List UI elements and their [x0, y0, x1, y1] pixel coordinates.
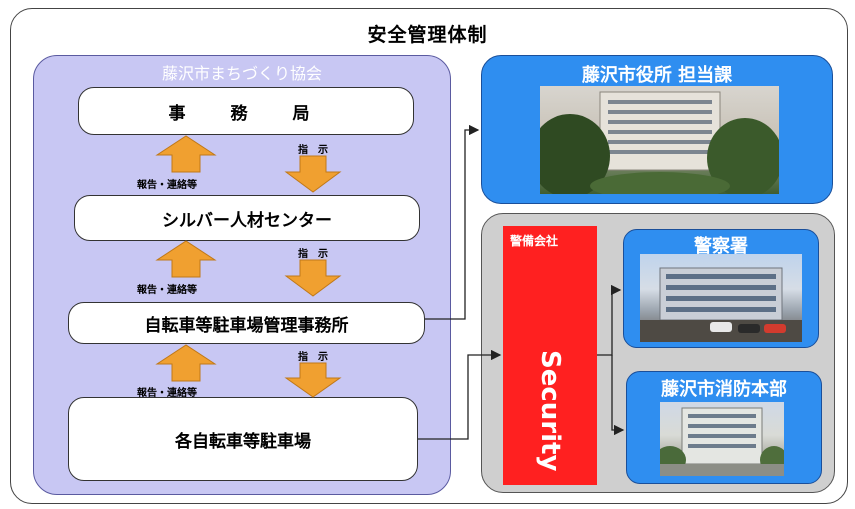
police-title: 警察署 — [694, 236, 748, 257]
report-label-3: 報告・連絡等 — [137, 388, 197, 399]
police-photo — [640, 254, 802, 342]
report-up-arrow-3 — [155, 344, 217, 382]
instruction-label-3: 指 示 — [298, 352, 328, 363]
instruction-label-1: 指 示 — [298, 145, 328, 156]
outer-frame — [10, 8, 848, 504]
report-up-arrow-2 — [155, 240, 217, 278]
silver-center-box: シルバー人材センター — [74, 195, 420, 241]
instruction-down-arrow-3 — [284, 362, 342, 398]
report-label-2: 報告・連絡等 — [137, 285, 197, 296]
security-company-bar — [503, 226, 597, 485]
parking-office-box: 自転車等駐車場管理事務所 — [68, 302, 425, 344]
lots-to-security-connector — [418, 349, 502, 440]
parking-lots-label: 各自転車等駐車場 — [175, 431, 311, 452]
instruction-down-arrow-1 — [284, 155, 342, 193]
office-box: 事 務 局 — [78, 87, 414, 135]
fire-department-photo — [654, 402, 788, 476]
security-to-police-connector — [597, 284, 622, 356]
office-to-cityhall-connector — [425, 124, 480, 320]
association-title: 藤沢市まちづくり協会 — [161, 64, 322, 83]
office-label: 事 務 局 — [168, 103, 324, 124]
city-hall-title: 藤沢市役所 担当課 — [581, 65, 733, 86]
security-to-fire-connector — [611, 355, 625, 436]
report-label-1: 報告・連絡等 — [137, 180, 197, 191]
security-company-label: 警備会社 — [510, 234, 559, 248]
parking-office-label: 自転車等駐車場管理事務所 — [144, 315, 349, 336]
city-hall-photo — [530, 86, 783, 200]
diagram-title: 安全管理体制 — [367, 24, 488, 46]
report-up-arrow-1 — [155, 135, 217, 173]
parking-lots-box: 各自転車等駐車場 — [68, 397, 418, 481]
silver-center-label: シルバー人材センター — [162, 210, 332, 231]
fire-department-title: 藤沢市消防本部 — [661, 379, 787, 400]
instruction-down-arrow-2 — [284, 259, 342, 297]
instruction-label-2: 指 示 — [298, 249, 328, 260]
